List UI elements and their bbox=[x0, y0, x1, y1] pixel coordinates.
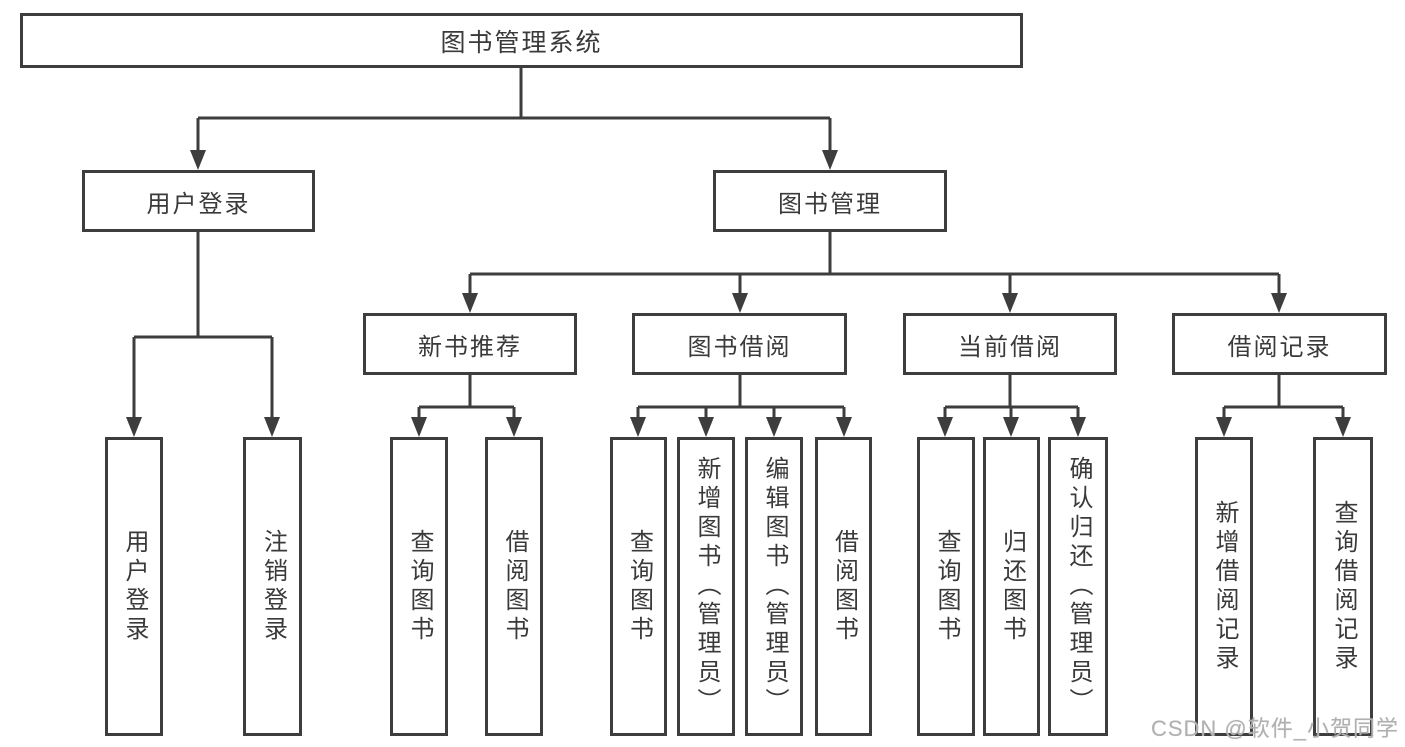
leaf-query-books-current: 查询图书 bbox=[917, 437, 975, 736]
node-new-book-recommend: 新书推荐 bbox=[363, 313, 577, 375]
leaf-borrow-books-recommend: 借阅图书 bbox=[485, 437, 543, 736]
node-library-management-system: 图书管理系统 bbox=[20, 13, 1023, 68]
leaf-query-books-borrow: 查询图书 bbox=[610, 437, 667, 736]
leaf-add-borrow-record: 新增借阅记录 bbox=[1195, 437, 1253, 736]
leaf-query-borrow-record: 查询借阅记录 bbox=[1313, 437, 1373, 736]
node-book-borrow: 图书借阅 bbox=[632, 313, 847, 375]
leaf-return-book: 归还图书 bbox=[983, 437, 1040, 736]
csdn-watermark: CSDN @软件_小贺同学 bbox=[1150, 716, 1399, 741]
leaf-user-login: 用户登录 bbox=[105, 437, 163, 736]
leaf-borrow-books-borrow: 借阅图书 bbox=[815, 437, 872, 736]
node-current-borrow: 当前借阅 bbox=[903, 313, 1117, 375]
leaf-edit-book-admin: 编辑图书（管理员） bbox=[745, 437, 803, 736]
node-book-management: 图书管理 bbox=[713, 170, 947, 232]
node-user-login: 用户登录 bbox=[82, 170, 315, 232]
node-borrow-records: 借阅记录 bbox=[1172, 313, 1387, 375]
leaf-add-book-admin: 新增图书（管理员） bbox=[677, 437, 735, 736]
leaf-confirm-return-admin: 确认归还（管理员） bbox=[1048, 437, 1108, 736]
leaf-query-books-recommend: 查询图书 bbox=[390, 437, 448, 736]
leaf-logout: 注销登录 bbox=[243, 437, 302, 736]
